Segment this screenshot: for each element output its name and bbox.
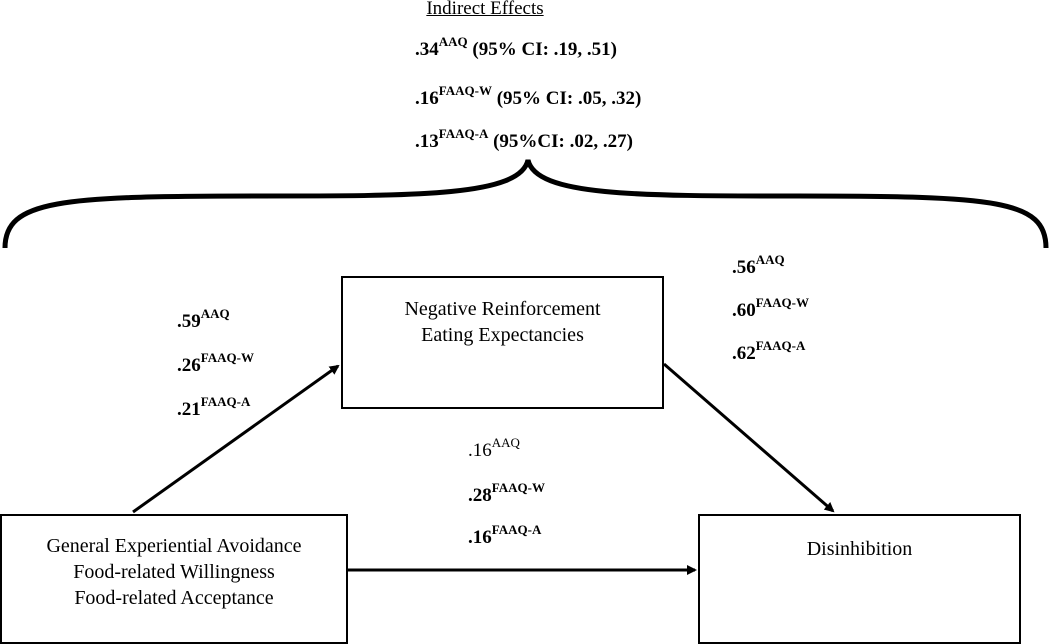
mediator-box: Negative Reinforcement Eating Expectanci… (341, 276, 664, 409)
path-a-faaq-a: .21FAAQ-A (177, 393, 251, 420)
outcome-box: Disinhibition (698, 514, 1021, 644)
predictor-box: General Experiential Avoidance Food-rela… (0, 514, 348, 644)
path-b-faaq-a: .62FAAQ-A (732, 337, 806, 364)
predictor-label-line2: Food-related Willingness (73, 561, 275, 583)
path-b-aaq: .56AAQ (732, 251, 785, 278)
indirect-effect-faaq-w: .16FAAQ-W (95% CI: .05, .32) (415, 82, 642, 109)
outcome-label: Disinhibition (806, 538, 913, 560)
indirect-effects-title: Indirect Effects (426, 0, 544, 19)
indirect-effect-faaq-a: .13FAAQ-A (95%CI: .02, .27) (415, 125, 633, 152)
arrow-a-path (132, 364, 340, 514)
predictor-label-line3: Food-related Acceptance (74, 587, 274, 609)
curly-brace (2, 159, 1049, 249)
path-a-faaq-w: .26FAAQ-W (177, 349, 254, 376)
mediator-label-line1: Negative Reinforcement (404, 298, 601, 320)
path-a-aaq: .59AAQ (177, 305, 230, 332)
arrow-b-path (663, 362, 835, 513)
path-c-aaq: .16AAQ (468, 434, 520, 461)
path-b-faaq-w: .60FAAQ-W (732, 294, 809, 321)
indirect-effect-aaq: .34AAQ (95% CI: .19, .51) (415, 33, 617, 60)
path-c-faaq-a: .16FAAQ-A (468, 521, 542, 548)
path-c-faaq-w: .28FAAQ-W (468, 479, 545, 506)
predictor-label-line1: General Experiential Avoidance (46, 535, 302, 557)
mediator-label-line2: Eating Expectancies (421, 324, 584, 346)
